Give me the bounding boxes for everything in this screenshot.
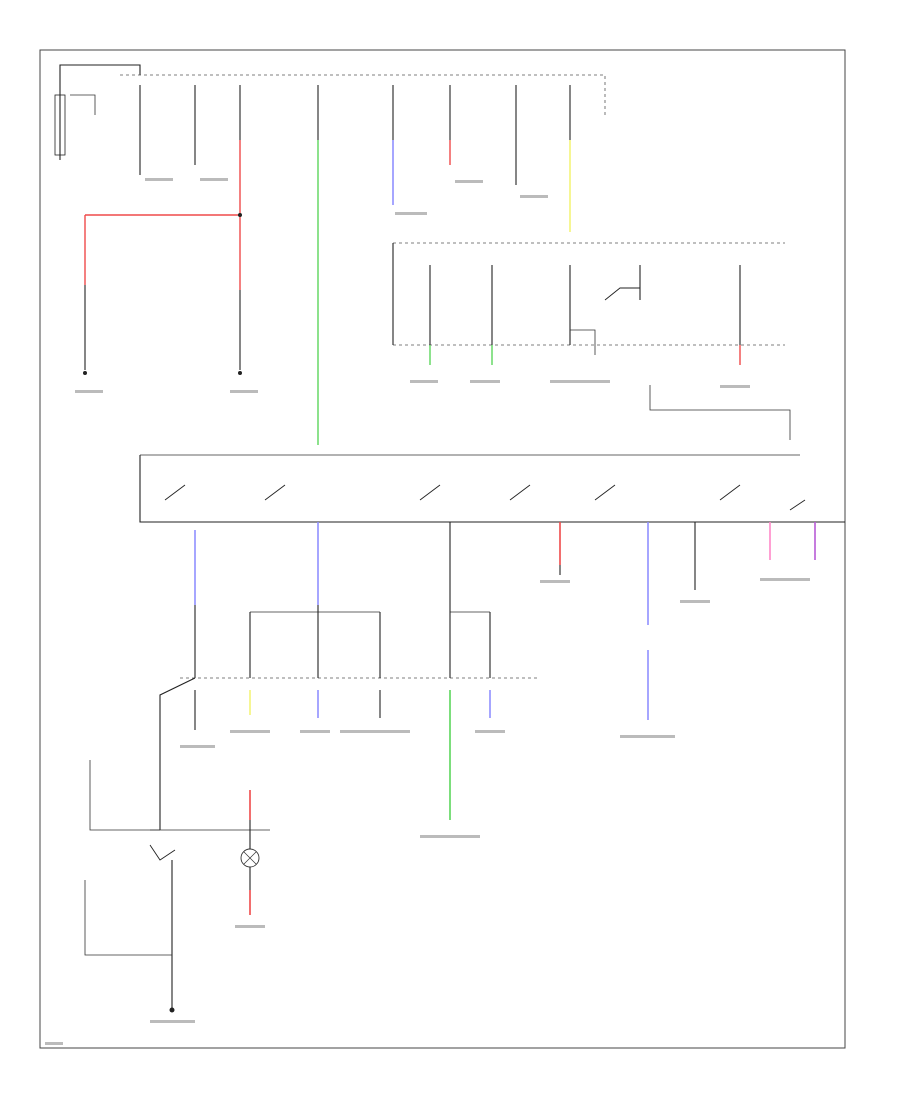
label-stub-5 — [520, 195, 548, 198]
label-stub-9 — [470, 380, 500, 383]
label-stub-24 — [45, 1042, 63, 1045]
label-stub-2 — [200, 178, 228, 181]
label-placeholders — [45, 178, 810, 1045]
ignition-switch-block — [139, 454, 845, 523]
switch-block-frame — [139, 455, 845, 523]
switch-contact-5 — [594, 484, 616, 501]
label-stub-15 — [230, 730, 270, 733]
label-stub-1 — [145, 178, 173, 181]
top-fuse-drops — [139, 85, 571, 185]
label-stub-19 — [620, 735, 675, 738]
sec-relay-wire — [570, 329, 596, 355]
label-stub-6 — [75, 390, 103, 393]
label-stub-18 — [475, 730, 505, 733]
branch-return-loop — [84, 880, 172, 956]
top-fuse-block — [54, 64, 606, 160]
top-fuse-box-outline — [120, 74, 606, 115]
diagram-frame — [39, 49, 846, 1049]
label-stub-14 — [760, 578, 810, 581]
left-fuse-node-b — [238, 371, 242, 375]
switch-contact-2 — [264, 484, 286, 501]
switch-contact-6 — [719, 484, 741, 501]
sec-to-right-wire — [649, 385, 791, 440]
lower-fuse-box — [180, 605, 540, 679]
switch-contact-1 — [164, 484, 186, 501]
label-stub-17 — [340, 730, 410, 733]
label-stub-22 — [150, 1020, 195, 1023]
battery-symbol — [54, 94, 66, 156]
switch-contact-7 — [789, 499, 806, 511]
label-stub-7 — [230, 390, 258, 393]
branch-left-loop — [89, 760, 160, 831]
red-wire-branch — [84, 214, 240, 285]
switch-contact-4 — [509, 484, 531, 501]
red-wire-junction — [238, 213, 242, 217]
ground-node — [169, 1007, 175, 1013]
battery-feed-wire — [59, 64, 141, 160]
switch-contact-3 — [419, 484, 441, 501]
branch-down-wire — [159, 677, 196, 830]
label-stub-21 — [180, 745, 215, 748]
label-stub-23 — [235, 925, 265, 928]
lamp-component — [240, 790, 260, 915]
relay-switch — [604, 287, 640, 301]
secondary-fuse-box — [392, 242, 785, 346]
battery-ground-wire — [70, 94, 96, 115]
label-stub-11 — [720, 385, 750, 388]
label-stub-16 — [300, 730, 330, 733]
lower-left-branch — [84, 677, 270, 1013]
left-fuse-node-a — [83, 371, 87, 375]
left-lower-fuses — [83, 285, 242, 375]
branch-switch — [149, 844, 176, 861]
label-stub-3 — [395, 212, 427, 215]
label-stub-10 — [550, 380, 610, 383]
label-stub-8 — [410, 380, 438, 383]
label-stub-13 — [680, 600, 710, 603]
label-stub-12 — [540, 580, 570, 583]
label-stub-20 — [420, 835, 480, 838]
label-stub-4 — [455, 180, 483, 183]
lamp-filament — [243, 851, 257, 865]
